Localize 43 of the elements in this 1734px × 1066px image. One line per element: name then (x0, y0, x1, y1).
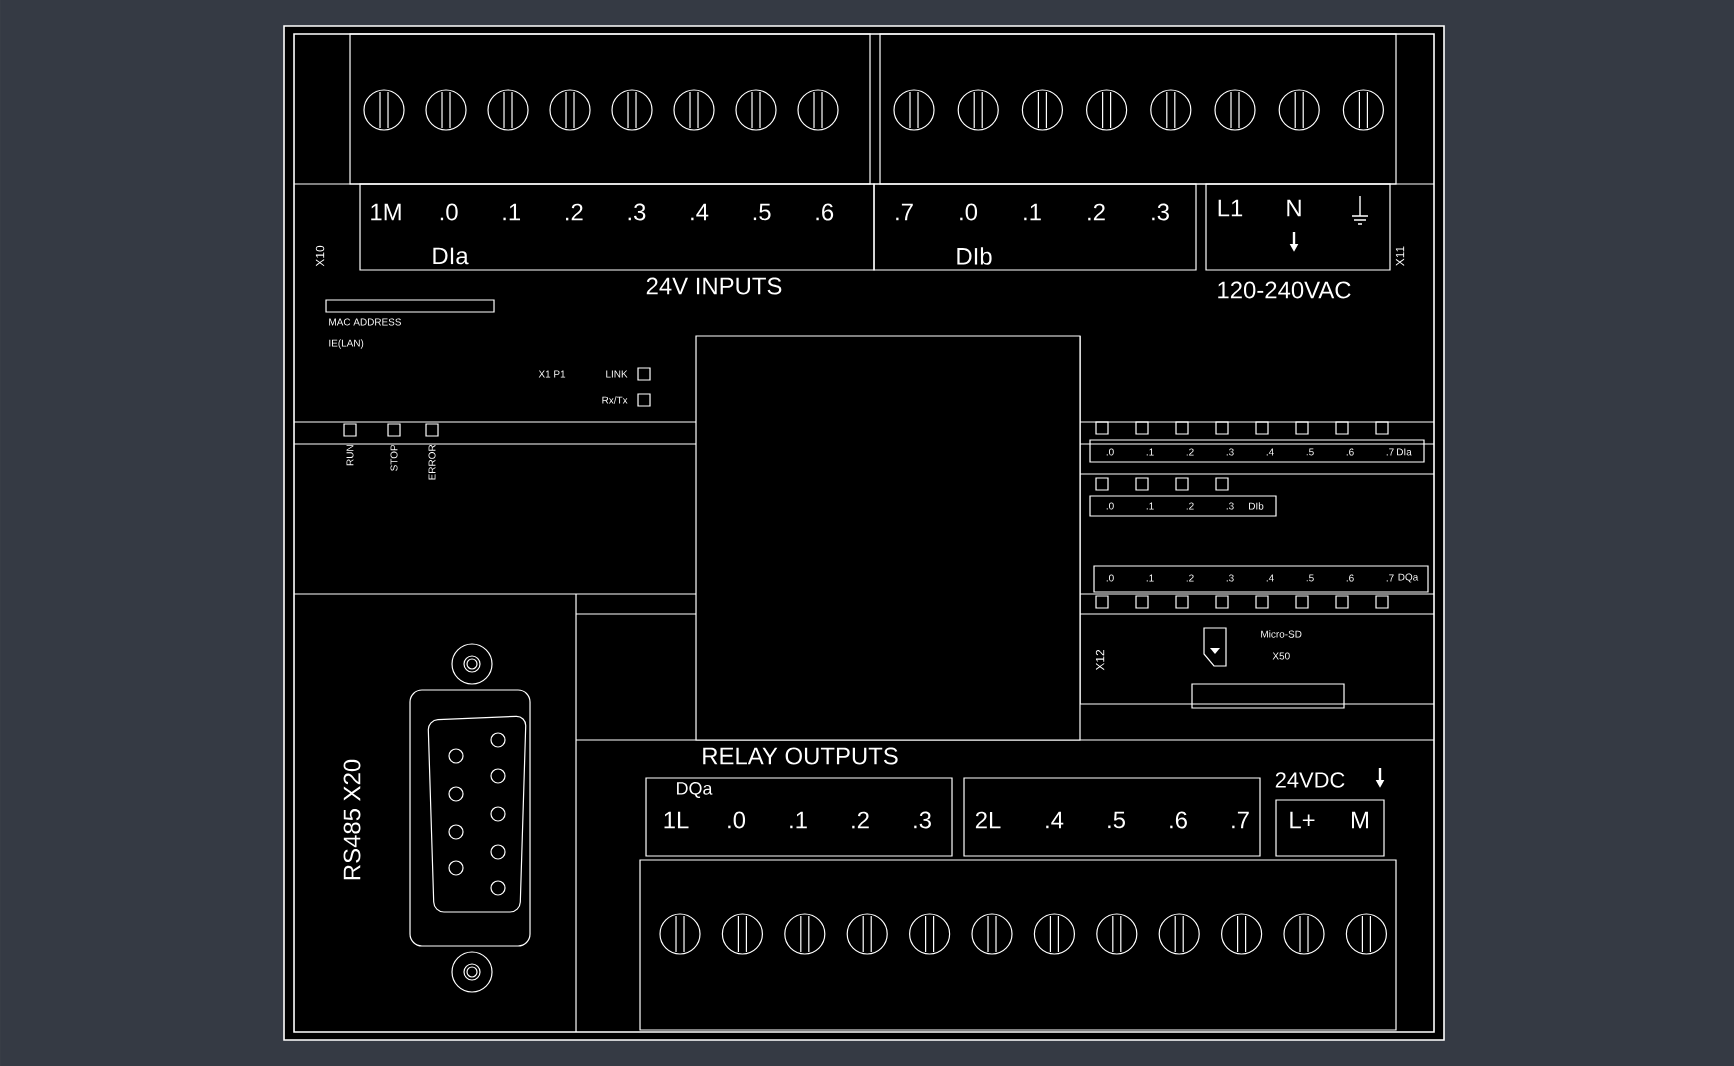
terminal-label: .1 (790, 811, 807, 829)
terminal-label: .2 (852, 811, 869, 829)
terminal-label: DIb (957, 247, 992, 265)
terminal-label: .5 (753, 203, 771, 221)
terminal-label: .0 (728, 811, 746, 829)
terminal-label: N (1287, 199, 1301, 217)
terminal-label-box (873, 183, 1197, 271)
terminal-label-box (1275, 799, 1385, 857)
terminal-label: .6 (1170, 811, 1187, 829)
terminal-label: 1L (664, 811, 689, 829)
terminal-label: .2 (1088, 203, 1105, 221)
terminal-label: DIa (433, 247, 469, 265)
terminal-label: .7 (896, 203, 913, 221)
terminal-label: .1 (503, 203, 520, 221)
terminal-label-box (359, 183, 875, 271)
section-heading: RELAY OUTPUTS (703, 747, 898, 765)
terminal-label: .6 (816, 203, 834, 221)
terminal-label: .7 (1232, 811, 1249, 829)
terminal-label: .4 (691, 203, 709, 221)
terminal-label-box (645, 777, 953, 857)
terminal-label: 2L (975, 811, 1001, 829)
terminal-label: .1 (1024, 203, 1041, 221)
port-label: RS485 X20 (343, 759, 361, 880)
terminal-label: .3 (628, 203, 646, 221)
terminal-label: L1 (1218, 199, 1243, 217)
terminal-label: L+ (1290, 811, 1315, 829)
terminal-label: .3 (1152, 203, 1169, 221)
terminal-label: M (1352, 811, 1368, 829)
led-label-strip (1093, 565, 1429, 593)
terminal-label: DQa (677, 782, 713, 798)
led-label-strip (1089, 495, 1277, 517)
terminal-label: .3 (914, 811, 931, 829)
terminal-label: .0 (440, 203, 458, 221)
terminal-label: .5 (1108, 811, 1125, 829)
terminal-label: .4 (1046, 811, 1064, 829)
supply-label: 24VDC (1275, 772, 1345, 788)
terminal-label: 1M (371, 203, 401, 221)
terminal-label: .2 (566, 203, 583, 221)
section-heading: 120-240VAC (1218, 281, 1351, 299)
terminal-label-box (1205, 183, 1391, 271)
led-label-strip (1089, 439, 1425, 463)
terminal-label: .0 (960, 203, 978, 221)
terminal-label-box (963, 777, 1261, 857)
